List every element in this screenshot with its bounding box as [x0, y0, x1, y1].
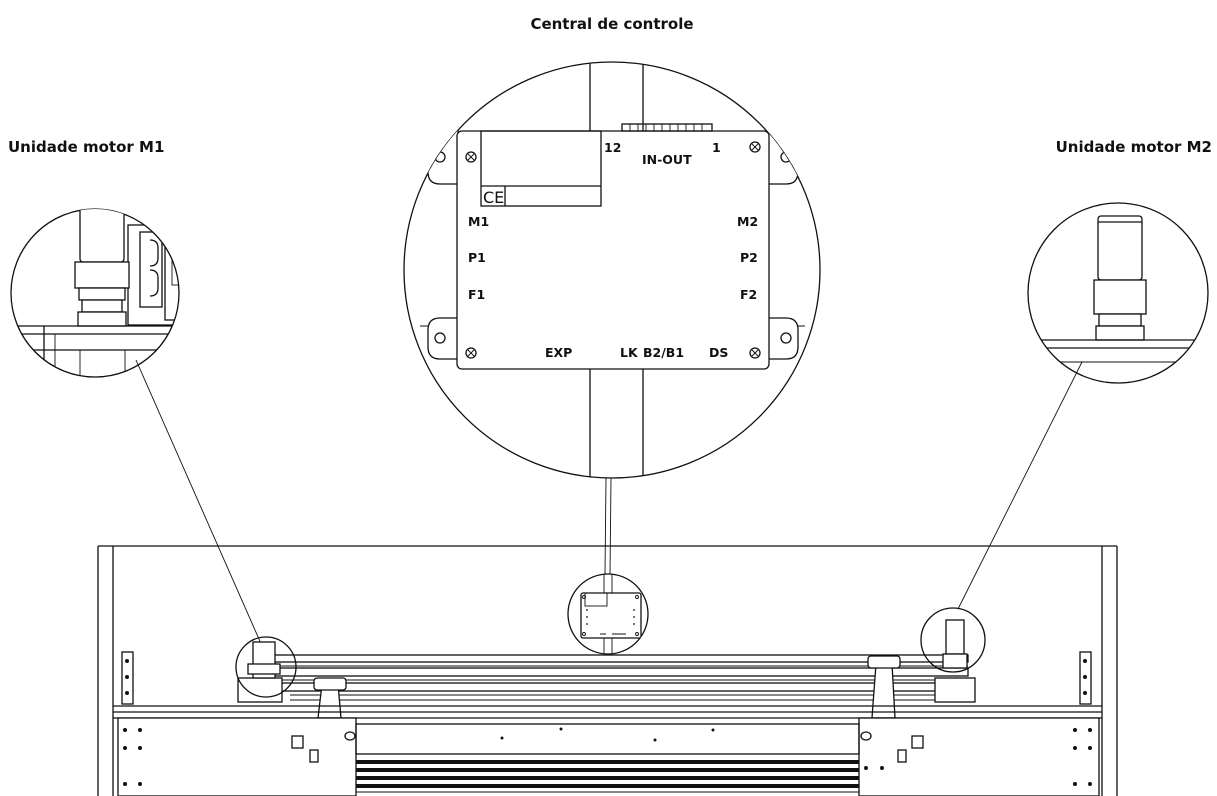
small-detail-circles [235, 573, 986, 698]
label-m1: M1 [468, 214, 489, 229]
control-unit-detail-circle: CE 12 IN-OUT 1 M1 M2 P1 P2 F1 F2 EXP LK … [403, 61, 821, 479]
label-lk: LK [620, 345, 639, 360]
label-m2: M2 [737, 214, 758, 229]
board-screws [465, 141, 761, 359]
label-exp: EXP [545, 345, 572, 360]
label-f1: F1 [468, 287, 485, 302]
label-ds: DS [709, 345, 728, 360]
ce-mark: CE [483, 188, 504, 207]
leader-lines [135, 359, 1083, 656]
motor-m1-title: Unidade motor M1 [8, 138, 164, 156]
motor-m1-detail-circle [10, 208, 180, 378]
connector-pins [629, 124, 703, 131]
motor-m2-title: Unidade motor M2 [1056, 138, 1212, 156]
door-operator-assembly [97, 545, 1118, 796]
label-f2: F2 [740, 287, 757, 302]
label-p1: P1 [468, 250, 486, 265]
label-b2b1: B2/B1 [643, 345, 684, 360]
label-pin-1: 1 [712, 140, 721, 155]
label-in-out: IN-OUT [642, 152, 692, 167]
control-unit-title: Central de controle [530, 15, 693, 33]
motor-m2-detail-circle [1027, 202, 1209, 384]
label-p2: P2 [740, 250, 758, 265]
label-pin-12: 12 [604, 140, 621, 155]
